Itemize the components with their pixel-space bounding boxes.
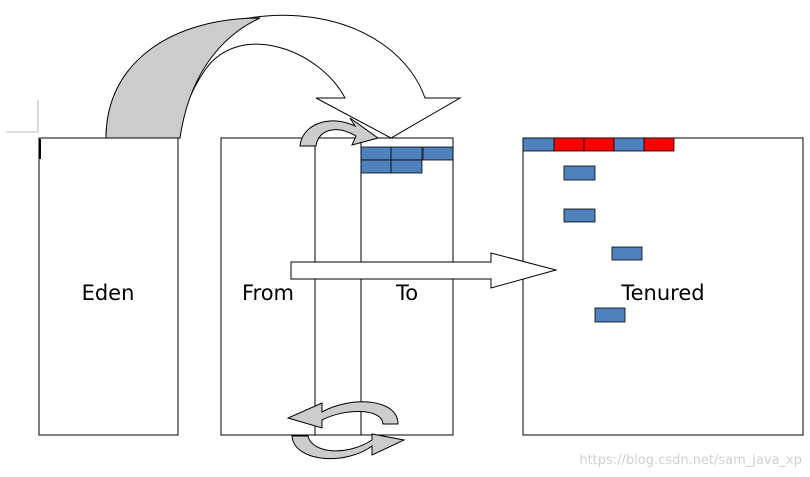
object-block	[360, 159, 392, 174]
from-label: From	[242, 281, 294, 305]
promote-to-tenured-arrow	[290, 252, 558, 289]
watermark: https://blog.csdn.net/sam_java_xp	[579, 453, 802, 468]
object-block	[594, 307, 626, 323]
eden-box	[38, 137, 179, 436]
promoted-block	[643, 137, 675, 152]
object-block	[563, 165, 596, 181]
swap-arrow-bottom-right	[286, 401, 399, 429]
object-block	[390, 146, 423, 161]
object-block	[522, 137, 555, 152]
eden-arrow-shaded-face	[105, 17, 261, 139]
crop-mark	[6, 100, 39, 133]
object-block	[613, 137, 645, 152]
object-block	[563, 208, 596, 223]
tenured-box	[522, 137, 804, 436]
tenured-label: Tenured	[620, 281, 704, 305]
swap-arrow-top	[299, 117, 380, 147]
eden-cursor	[39, 139, 41, 159]
object-block	[611, 246, 643, 261]
to-label: To	[395, 281, 418, 305]
object-block	[360, 146, 392, 161]
tenured-objects	[563, 165, 643, 323]
object-block	[390, 159, 423, 174]
swap-arrow-bottom-left	[291, 433, 406, 460]
tenured-top-row	[522, 137, 675, 152]
promoted-block	[583, 137, 615, 152]
promoted-block	[553, 137, 585, 152]
object-block	[422, 146, 454, 161]
from-box	[220, 137, 316, 436]
to-space-objects	[360, 146, 454, 174]
eden-label: Eden	[82, 281, 135, 305]
to-box	[360, 137, 454, 436]
